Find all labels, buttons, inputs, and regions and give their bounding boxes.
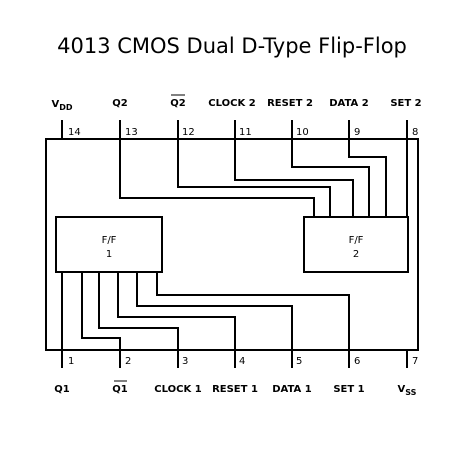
pin-8-number: 8 <box>412 127 418 138</box>
pin-7-label: VSS <box>398 384 417 397</box>
pin-5-number: 5 <box>296 356 302 367</box>
bottom-pin-labels: Q1 Q1 CLOCK 1 RESET 1 DATA 1 SET 1 VSS <box>54 380 417 397</box>
pin-12-label: Q2 <box>170 98 186 109</box>
pin-10-number: 10 <box>296 127 309 138</box>
pin-14-number: 14 <box>68 127 81 138</box>
flipflop-1-block <box>55 216 163 273</box>
pin-6-label: SET 1 <box>333 384 364 395</box>
pin-9-number: 9 <box>354 127 360 138</box>
pin-4-number: 4 <box>239 356 245 367</box>
pin-13-number: 13 <box>125 127 138 138</box>
flipflop-2-label: F/F <box>349 235 364 246</box>
bottom-pin-stubs <box>61 350 408 368</box>
pin-4-label: RESET 1 <box>212 384 258 395</box>
pin-3-label: CLOCK 1 <box>154 384 201 395</box>
pin-2-number: 2 <box>125 356 131 367</box>
pin-5-label: DATA 1 <box>272 384 312 395</box>
flipflop-2-number: 2 <box>353 249 359 260</box>
pin-2-label: Q1 <box>112 384 128 395</box>
bottom-pin-numbers: 1 2 3 4 5 6 7 <box>68 356 418 367</box>
pin-1-label: Q1 <box>54 384 70 395</box>
top-pin-labels: VDD Q2 Q2 CLOCK 2 RESET 2 DATA 2 SET 2 <box>51 94 422 112</box>
pin-10-label: RESET 2 <box>267 98 313 109</box>
pin-9-label: DATA 2 <box>329 98 369 109</box>
flipflop-1-label: F/F <box>102 235 117 246</box>
pin-11-label: CLOCK 2 <box>208 98 255 109</box>
flipflop-1-number: 1 <box>106 249 112 260</box>
ic-package <box>45 138 419 351</box>
ff1-wiring <box>61 272 350 350</box>
top-pin-stubs <box>61 120 408 139</box>
pin-14-label: VDD <box>51 99 72 112</box>
pin-7-number: 7 <box>412 356 418 367</box>
ff2-wiring <box>119 139 408 217</box>
pin-11-number: 11 <box>239 127 252 138</box>
diagram-title: 4013 CMOS Dual D-Type Flip-Flop <box>57 34 407 58</box>
top-pin-numbers: 14 13 12 11 10 9 8 <box>68 127 418 138</box>
pin-3-number: 3 <box>182 356 188 367</box>
pin-8-label: SET 2 <box>390 98 421 109</box>
pin-1-number: 1 <box>68 356 74 367</box>
flipflop-2-block <box>303 216 409 273</box>
pin-13-label: Q2 <box>112 98 128 109</box>
pin-6-number: 6 <box>354 356 360 367</box>
pin-12-number: 12 <box>182 127 195 138</box>
